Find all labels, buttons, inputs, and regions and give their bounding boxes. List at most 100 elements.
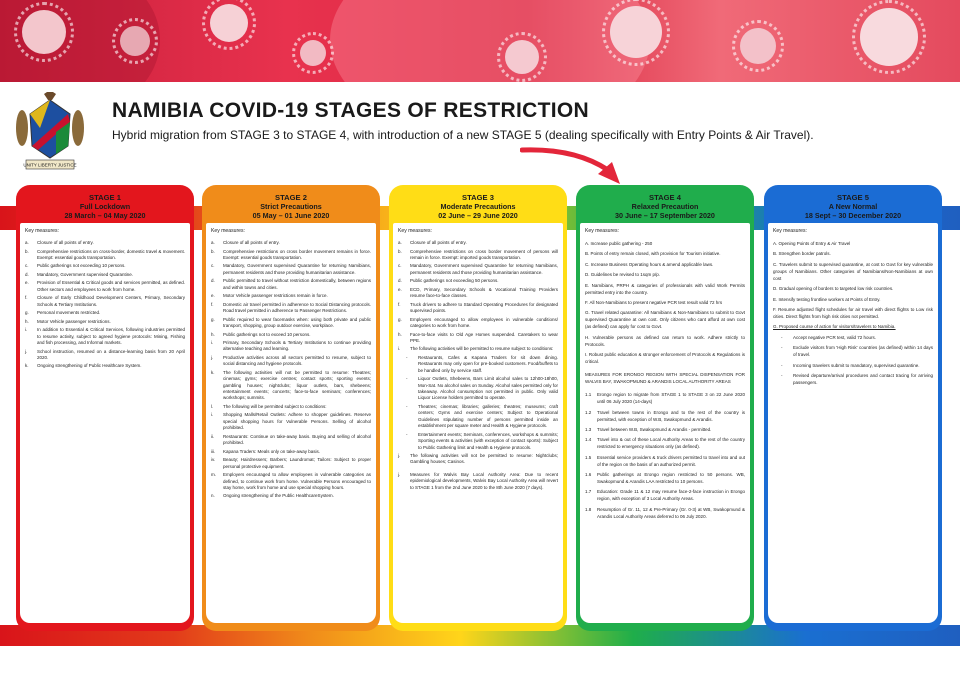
measure-marker: h.	[25, 318, 29, 324]
measure-text: The following activities will not be per…	[410, 453, 558, 465]
measure-text: Public gatherings not exceeding 10 perso…	[37, 263, 126, 269]
measure-item: m.Employers encouraged to allow employee…	[211, 472, 371, 491]
measure-marker: -	[781, 362, 783, 368]
measure-text: H. Vulnerable persons as defined can ret…	[585, 334, 745, 347]
measure-item: j.Productive activities across all secto…	[211, 355, 371, 368]
measure-item: B. Strengthen border patrols.	[773, 250, 933, 257]
measure-text: E. Intensify testing frontline workers a…	[773, 296, 881, 302]
measure-text: Public permitted to travel without restr…	[223, 278, 371, 290]
measure-text: Public gatherings at Erongo region restr…	[597, 472, 745, 485]
measure-text: Ongoing strengthening of the Public Heal…	[223, 493, 334, 499]
measure-text: E. Namibians, PRPH & categories of profe…	[585, 282, 745, 295]
measure-item: e.ECD, Primary, Secondary Schools & Voca…	[398, 287, 558, 300]
measure-text: C. Increase Business Operating hours & a…	[585, 261, 714, 267]
measure-text: Public gatherings not exceeding 50 perso…	[410, 278, 499, 284]
measure-text: Beauty; Hairdressers; Barbers; Laundroma…	[223, 457, 371, 469]
measure-item: I. Robust public education & stronger en…	[585, 351, 745, 365]
measure-marker: i.	[211, 340, 214, 346]
virus-icon	[732, 20, 784, 72]
measure-item: e.Motor Vehicle passenger restrictions r…	[211, 293, 371, 299]
measure-item: C. Increase Business Operating hours & a…	[585, 261, 745, 268]
stage-name: STAGE 3	[462, 193, 494, 202]
stage-body: Key measures:a.Closure of all points of …	[393, 223, 563, 623]
measure-text: Public required to wear facemasks when: …	[223, 316, 371, 329]
measure-item: c.Mandatory, Government supervised Quara…	[398, 263, 558, 276]
measure-marker: iv.	[211, 457, 216, 463]
measure-marker: g.	[398, 316, 402, 322]
stage-body: Key measures:A. Opening Points of Entry …	[768, 223, 938, 623]
measure-text: Employers encouraged to allow employees …	[410, 316, 558, 329]
virus-icon	[202, 0, 256, 50]
crest-motto: UNITY LIBERTY JUSTICE	[23, 163, 76, 168]
measure-item: -Accept negative PCR test, valid 72 hour…	[773, 334, 933, 341]
measure-text: Comprehensive restrictions on cross bord…	[410, 248, 558, 260]
measure-item: l.The following will be permitted subjec…	[211, 404, 371, 410]
measure-item: f.Truck drivers to adhere to Standard Op…	[398, 302, 558, 315]
measure-marker: d.	[398, 278, 402, 284]
measure-text: School instruction, resumed on a distanc…	[37, 348, 185, 360]
measure-marker: d.	[211, 278, 215, 284]
measure-marker: f.	[211, 301, 214, 307]
measure-text: F. Resume adjusted flight schedules for …	[773, 306, 933, 319]
measures-list: a.Closure of all points of entry.b.Compr…	[211, 240, 371, 500]
measure-text: Closure of Early Childhood Development C…	[37, 295, 185, 307]
measure-item: E. Intensify testing frontline workers a…	[773, 296, 933, 303]
measure-text: Comprehensive restrictions on cross bord…	[223, 248, 371, 260]
measure-marker: -	[406, 376, 408, 382]
measure-marker: e.	[25, 280, 29, 286]
virus-icon	[112, 18, 158, 64]
measure-text: Shopping Malls/Retail Outlets: Adhere to…	[223, 412, 371, 431]
measure-marker: -	[781, 372, 783, 378]
measure-marker: l.	[211, 403, 214, 409]
measure-text: Employers encouraged to allow employees …	[223, 472, 371, 490]
measure-text: Primary, Secondary Schools & Tertiary In…	[223, 340, 371, 352]
measure-text: I. Robust public education & stronger en…	[585, 352, 745, 365]
measure-text: MEASURES FOR ERONGO REGION WITH SPECIAL …	[585, 372, 745, 385]
measure-marker: j.	[25, 348, 28, 354]
measure-item: G. Travel related quarantine: All Namibi…	[585, 309, 745, 330]
measure-text: Entertainment events; Seminars, conferen…	[418, 431, 558, 450]
measure-item: i. Primary, Secondary Schools & Tertiary …	[211, 340, 371, 353]
measure-item: G. Proposed course of action for visitor…	[773, 323, 933, 330]
measure-item: -Exclude visitors from 'High Risk' count…	[773, 344, 933, 358]
measure-text: Closure of all points of entry.	[223, 240, 280, 245]
stage-phase: Strict Precautions	[260, 202, 322, 211]
measure-text: Restaurants, Cafes & Kapana Traders for …	[418, 354, 558, 373]
measure-marker: -	[781, 345, 783, 351]
virus-icon	[14, 2, 74, 62]
measure-item: c.Public gatherings not exceeding 10 per…	[25, 263, 185, 269]
stage-dates: 02 June – 29 June 2020	[438, 211, 518, 220]
measure-text: Comprehensive restrictions on cross-bord…	[37, 248, 185, 260]
measure-item: A. Opening Points of Entry & Air Travel	[773, 240, 933, 247]
measure-text: Travel between W.B, Swakopmund & Arandis…	[597, 426, 712, 432]
measure-marker: i.	[398, 346, 401, 352]
measure-text: Productive activities across all sectors…	[223, 354, 371, 367]
measure-text: Truck drivers to adhere to Standard Oper…	[410, 301, 558, 314]
measure-item: E. Namibians, PRPH & categories of profe…	[585, 282, 745, 296]
measure-marker: ii.	[211, 433, 215, 439]
measure-marker: c.	[211, 263, 215, 269]
measure-marker: 1.8	[585, 506, 592, 512]
measure-item: A. Increase public gathering - 250	[585, 240, 745, 247]
measure-item: d. Public gatherings not exceeding 50 per…	[398, 278, 558, 284]
measure-marker: b.	[25, 248, 29, 254]
measure-marker: 1.7	[585, 489, 592, 495]
stage-phase: Relaxed Precaution	[631, 202, 699, 211]
measure-marker: 1.3	[585, 426, 592, 432]
measure-marker: k.	[25, 363, 29, 369]
measure-item: j. School instruction, resumed on a dista…	[25, 349, 185, 362]
measure-item: D. Gradual opening of borders to targete…	[773, 285, 933, 292]
measure-marker: -	[406, 354, 408, 360]
